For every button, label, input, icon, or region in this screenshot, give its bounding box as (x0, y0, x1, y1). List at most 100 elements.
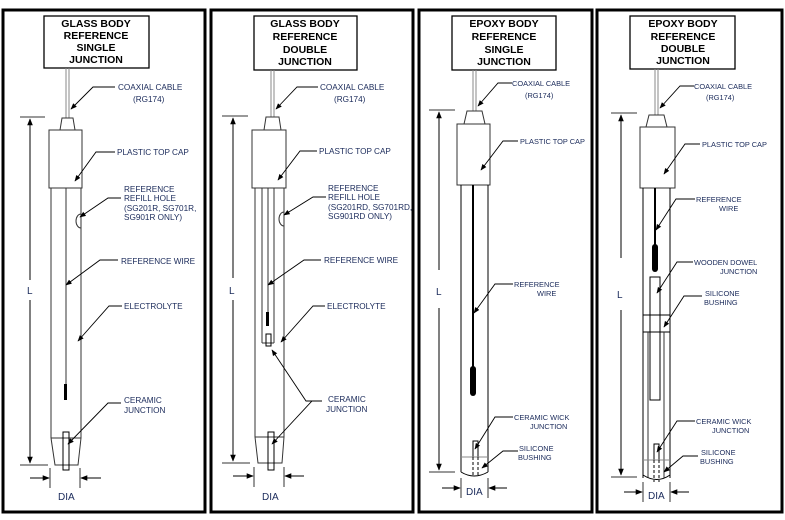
coaxial-cable-label: (RG174) (525, 91, 553, 100)
title-line: REFERENCE (651, 31, 716, 43)
coaxial-cable-label: COAXIAL CABLE (694, 82, 752, 91)
silicone-bushing-mid-label: SILICONE (705, 289, 740, 298)
callouts: COAXIAL CABLE (RG174) PLASTIC TOP CAP RE… (65, 83, 196, 445)
refill-hole-label: REFILL HOLE (124, 194, 177, 203)
plastic-top-cap-label: PLASTIC TOP CAP (319, 147, 391, 156)
title-box: GLASS BODY REFERENCE SINGLE JUNCTION (43, 15, 150, 69)
title-line: JUNCTION (656, 55, 710, 67)
panel-epoxy-double: EPOXY BODY REFERENCE DOUBLE JUNCTION (595, 8, 784, 514)
title-line: REFERENCE (472, 31, 537, 43)
plastic-top-cap-label: PLASTIC TOP CAP (520, 137, 585, 146)
refill-hole-label: SG901R ONLY) (124, 213, 182, 222)
title-line: SINGLE (76, 42, 115, 54)
length-dimension: L (429, 109, 455, 473)
refill-hole-label: (SG201RD, SG701RD, (328, 203, 412, 212)
diameter-dimension: DIA (233, 467, 304, 503)
length-label: L (617, 290, 623, 301)
electrolyte-label: ELECTROLYTE (327, 302, 386, 311)
diameter-label: DIA (58, 492, 75, 503)
silicone-bushing (460, 471, 489, 477)
reference-wire-label: REFERENCE (696, 195, 742, 204)
inner-ceramic-junction (265, 333, 272, 347)
electrolyte-label: ELECTROLYTE (124, 302, 183, 311)
wooden-dowel-label: JUNCTION (720, 267, 757, 276)
panel-frame (209, 8, 415, 514)
silicone-bushing-label: BUSHING (518, 453, 552, 462)
callouts: COAXIAL CABLE (RG174) PLASTIC TOP CAP RE… (267, 83, 412, 445)
panel-frame (417, 8, 594, 514)
ceramic-junction-label: JUNCTION (326, 405, 367, 414)
silicone-bushing-label: SILICONE (701, 448, 736, 457)
title-line: DOUBLE (661, 43, 705, 55)
silicone-bushing-label: BUSHING (700, 457, 734, 466)
title-box: EPOXY BODY REFERENCE SINGLE JUNCTION (451, 15, 557, 71)
refill-hole-label: REFERENCE (124, 185, 175, 194)
reference-wire-label: REFERENCE (514, 280, 560, 289)
diameter-dimension: DIA (30, 468, 101, 503)
coaxial-cable-label: COAXIAL CABLE (118, 83, 183, 92)
coaxial-cable-label: COAXIAL CABLE (512, 79, 570, 88)
ceramic-junction-label: CERAMIC (328, 395, 366, 404)
electrode-body (639, 69, 676, 482)
length-dimension: L (20, 116, 48, 466)
ceramic-wick-label: CERAMIC WICK (514, 413, 570, 422)
panel-frame (595, 8, 784, 514)
title-line: JUNCTION (69, 54, 123, 66)
refill-hole-label: (SG201R, SG701R, (124, 204, 196, 213)
wooden-dowel-junction (649, 276, 661, 401)
callouts: COAXIAL CABLE (RG174) PLASTIC TOP CAP RE… (473, 79, 585, 469)
panel-glass-double: GLASS BODY REFERENCE DOUBLE JUNCTION (209, 8, 415, 514)
reference-wire-tip (266, 312, 269, 326)
ceramic-wick-label: JUNCTION (530, 422, 567, 431)
wooden-dowel-label: WOODEN DOWEL (694, 258, 757, 267)
electrode-body (48, 68, 83, 471)
title-line: REFERENCE (64, 30, 129, 42)
title-line: EPOXY BODY (469, 18, 538, 30)
silicone-bushing-label: SILICONE (519, 444, 554, 453)
reference-wire-label: WIRE (537, 289, 556, 298)
title-line: JUNCTION (278, 56, 332, 68)
title-line: REFERENCE (273, 31, 338, 43)
diameter-dimension: DIA (624, 482, 689, 502)
ceramic-junction (62, 431, 70, 471)
ceramic-wick-label: CERAMIC WICK (696, 417, 752, 426)
diameter-label: DIA (466, 487, 483, 498)
title-box: EPOXY BODY REFERENCE DOUBLE JUNCTION (629, 15, 736, 70)
refill-hole-label: REFILL HOLE (328, 193, 381, 202)
diameter-label: DIA (262, 492, 279, 503)
length-label: L (436, 287, 442, 298)
title-line: SINGLE (484, 44, 523, 56)
length-dimension: L (611, 112, 637, 478)
refill-hole-label: SG901RD ONLY) (328, 212, 392, 221)
title-line: GLASS BODY (270, 18, 339, 30)
coaxial-cable-label: COAXIAL CABLE (320, 83, 385, 92)
reference-wire-tip (470, 366, 476, 396)
refill-hole-label: REFERENCE (328, 184, 379, 193)
electrode-body (251, 70, 287, 471)
coaxial-cable-label: (RG174) (334, 95, 366, 104)
coaxial-cable-label: (RG174) (706, 93, 734, 102)
length-label: L (27, 286, 33, 297)
length-dimension: L (222, 115, 250, 464)
silicone-bushing-mid-label: BUSHING (704, 298, 738, 307)
ceramic-junction-label: JUNCTION (124, 406, 165, 415)
title-line: DOUBLE (283, 44, 327, 56)
panel-epoxy-single: EPOXY BODY REFERENCE SINGLE JUNCTION (417, 8, 594, 514)
title-line: JUNCTION (477, 56, 531, 68)
ceramic-wick-label: JUNCTION (712, 426, 749, 435)
title-line: EPOXY BODY (648, 18, 717, 30)
callouts: COAXIAL CABLE (RG174) PLASTIC TOP CAP RE… (655, 82, 767, 473)
length-label: L (229, 286, 235, 297)
panel-frame (1, 8, 207, 514)
electrode-body (456, 70, 491, 477)
reference-wire-label: REFERENCE WIRE (121, 257, 196, 266)
diameter-dimension: DIA (442, 478, 507, 498)
reference-wire-tip (64, 384, 67, 400)
reference-wire-label: REFERENCE WIRE (324, 256, 399, 265)
title-box: GLASS BODY REFERENCE DOUBLE JUNCTION (253, 15, 358, 71)
diameter-label: DIA (648, 491, 665, 502)
reference-wire-tip (652, 244, 658, 272)
panel-glass-single: GLASS BODY REFERENCE SINGLE JUNCTION L (1, 8, 207, 514)
title-line: GLASS BODY (61, 18, 130, 30)
